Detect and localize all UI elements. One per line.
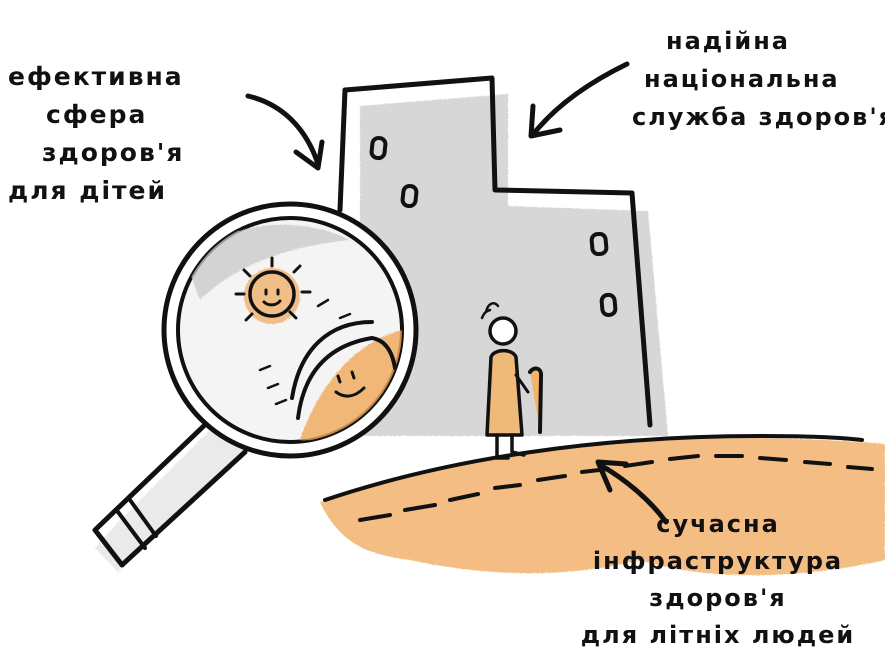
children-health-line-1: ефективна — [8, 62, 184, 91]
elderly-person-icon — [480, 302, 530, 460]
magnifying-glass-icon — [92, 201, 419, 572]
arrow-icon-elderly — [595, 459, 669, 525]
national-service-label: надійна національна служба здоров'я — [632, 22, 885, 136]
arrow-icon-children — [245, 93, 325, 171]
sun-icon — [234, 256, 312, 324]
elderly-infrastructure-label: сучасна інфраструктура здоров'я для літн… — [568, 506, 868, 654]
children-health-line-4: для дітей — [8, 176, 167, 205]
cane-icon — [528, 366, 544, 434]
national-service-line-3: служба здоров'я — [632, 103, 885, 131]
elderly-infra-line-3: здоров'я — [649, 584, 787, 612]
elderly-infra-line-4: для літніх людей — [580, 621, 856, 649]
building-icon — [337, 75, 668, 436]
children-health-label: ефективна сфера здоров'я для дітей — [8, 58, 185, 210]
national-service-line-1: надійна — [666, 27, 790, 55]
elderly-infra-line-1: сучасна — [656, 510, 780, 538]
ground-hill — [320, 433, 885, 576]
elderly-infra-line-2: інфраструктура — [592, 547, 844, 575]
arrow-icon-service — [528, 61, 630, 139]
national-service-line-2: національна — [644, 65, 840, 93]
children-health-line-3: здоров'я — [42, 138, 185, 167]
children-health-line-2: сфера — [46, 100, 148, 129]
